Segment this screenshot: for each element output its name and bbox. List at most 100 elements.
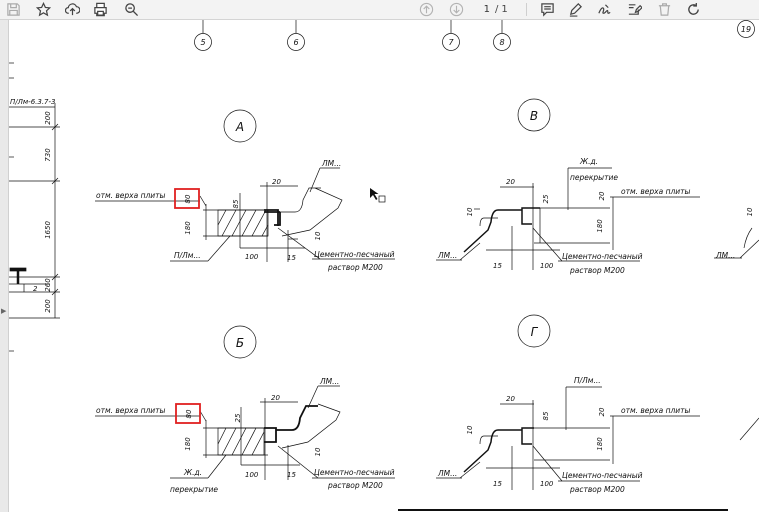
section-a-box-value: 80 (184, 194, 192, 203)
section-g-d20b: 20 (598, 407, 606, 416)
zoom-icon (124, 3, 138, 17)
section-g-mortar-2: раствор М200 (569, 485, 625, 494)
section-v-mortar-1: Цементно-песчаный (562, 252, 643, 261)
section-b-bubble (223, 325, 257, 359)
rotate-icon (687, 2, 699, 15)
print-button[interactable] (90, 0, 110, 19)
section-v-d20: 20 (506, 178, 515, 186)
highlight-button[interactable] (565, 0, 585, 19)
page-down-icon (449, 2, 463, 17)
page-separator: / (495, 4, 499, 15)
section-v-d25: 25 (542, 194, 550, 203)
page-number-input[interactable] (472, 3, 492, 16)
save-icon (6, 3, 20, 16)
section-a-otm: отм. верха плиты (96, 191, 166, 200)
section-b-mortar-2: раствор М200 (327, 481, 383, 490)
axis-label-5: 5 (200, 38, 205, 47)
section-a-label: А (235, 120, 244, 134)
section-b-d180: 180 (184, 437, 192, 451)
left-strip-mark: П/Лм-6.3.7-3 (10, 98, 55, 106)
section-a-d15: 15 (287, 254, 296, 262)
axis-label-7: 7 (448, 38, 454, 47)
section-g-d180: 180 (596, 437, 604, 451)
section-g-d15: 15 (493, 480, 502, 488)
toolbar-divider (526, 3, 527, 16)
section-v-bubble (517, 98, 551, 132)
axis-bubble-5 (194, 33, 212, 51)
section-a-d100: 100 (245, 253, 259, 261)
section-v-otm: отм. верха плиты (621, 187, 691, 196)
edge-section-lm: ЛМ... (715, 251, 735, 260)
section-a-d85: 85 (232, 199, 240, 208)
cloud-upload-icon (64, 3, 80, 16)
sign-button[interactable] (594, 0, 614, 19)
next-page-button[interactable] (446, 0, 466, 19)
left-panel-gutter[interactable]: ▶ (0, 20, 9, 512)
section-b-zhd-2: перекрытие (170, 485, 218, 494)
section-b-d20: 20 (271, 394, 280, 402)
section-b-otm: отм. верха плиты (96, 406, 166, 415)
section-b-box-value: 80 (185, 409, 193, 418)
section-a-mortar-1: Цементно-песчаный (314, 250, 395, 259)
highlight-box-b (175, 403, 201, 424)
comment-button[interactable] (537, 0, 557, 19)
bookmark-button[interactable] (33, 0, 53, 19)
left-dim-5: 200 (44, 299, 52, 313)
edge-section-d10: 10 (746, 207, 754, 216)
section-g-mortar-1: Цементно-песчаный (562, 471, 643, 480)
section-g-otm: отм. верха плиты (621, 406, 691, 415)
section-b-d15: 15 (287, 471, 296, 479)
section-g-plm: П/Лм... (574, 376, 601, 385)
axis-bubble-19 (737, 20, 755, 38)
axis-label-6: 6 (293, 38, 298, 47)
section-v-label: В (530, 109, 538, 123)
left-dim-4: 260 (44, 278, 52, 292)
highlight-box-a (174, 188, 200, 209)
section-b-d10: 10 (314, 447, 322, 456)
save-button[interactable] (3, 0, 23, 19)
section-v-d20b: 20 (598, 191, 606, 200)
section-g-d85: 85 (542, 411, 550, 420)
section-a-lm: ЛМ... (321, 159, 341, 168)
section-a-slab (217, 209, 269, 237)
section-g-d20: 20 (506, 395, 515, 403)
axis-bubble-6 (287, 33, 305, 51)
section-b-label: Б (236, 336, 244, 350)
axis-label-8: 8 (499, 38, 504, 47)
zoom-button[interactable] (121, 0, 141, 19)
expand-panel-arrow-icon[interactable]: ▶ (1, 307, 7, 315)
section-a-d20: 20 (272, 178, 281, 186)
section-b-mortar-1: Цементно-песчаный (314, 468, 395, 477)
print-icon (93, 2, 107, 17)
section-v-d15: 15 (493, 262, 502, 270)
edit-form-button[interactable] (624, 0, 644, 19)
section-g-bubble (517, 314, 551, 348)
previous-page-button[interactable] (416, 0, 436, 19)
section-g-d100: 100 (540, 480, 554, 488)
left-dim-3: 1650 (44, 221, 52, 239)
section-v-mortar-2: раствор М200 (569, 266, 625, 275)
section-a-d180: 180 (184, 221, 192, 235)
section-g-d10: 10 (466, 425, 474, 434)
left-dim-2: 730 (44, 148, 52, 162)
mouse-cursor-icon (370, 188, 379, 200)
rotate-button[interactable] (683, 0, 703, 19)
edit-form-icon (628, 4, 642, 15)
upload-button[interactable] (62, 0, 82, 19)
section-b-zhd-1: Ж.д. (183, 468, 202, 477)
section-v-d10: 10 (466, 207, 474, 216)
section-a-plm: П/Лм... (174, 251, 201, 260)
axis-bubble-7 (442, 33, 460, 51)
axis-label-19: 19 (741, 25, 751, 34)
section-a-bubble (223, 109, 257, 143)
section-g-lm: ЛМ... (437, 469, 457, 478)
section-v-zhd-2: перекрытие (570, 173, 618, 182)
left-dim-small: 2 (33, 285, 38, 293)
page-up-icon (419, 2, 433, 17)
section-v-d180: 180 (596, 219, 604, 233)
delete-button[interactable] (654, 0, 674, 19)
cad-drawing-page: 5 6 7 8 19 П/Лм-6.3.7-3 200 730 1650 260… (9, 20, 759, 511)
bookmark-star-icon (35, 2, 51, 17)
section-v-lm: ЛМ... (437, 251, 457, 260)
highlight-pen-icon (569, 3, 582, 17)
